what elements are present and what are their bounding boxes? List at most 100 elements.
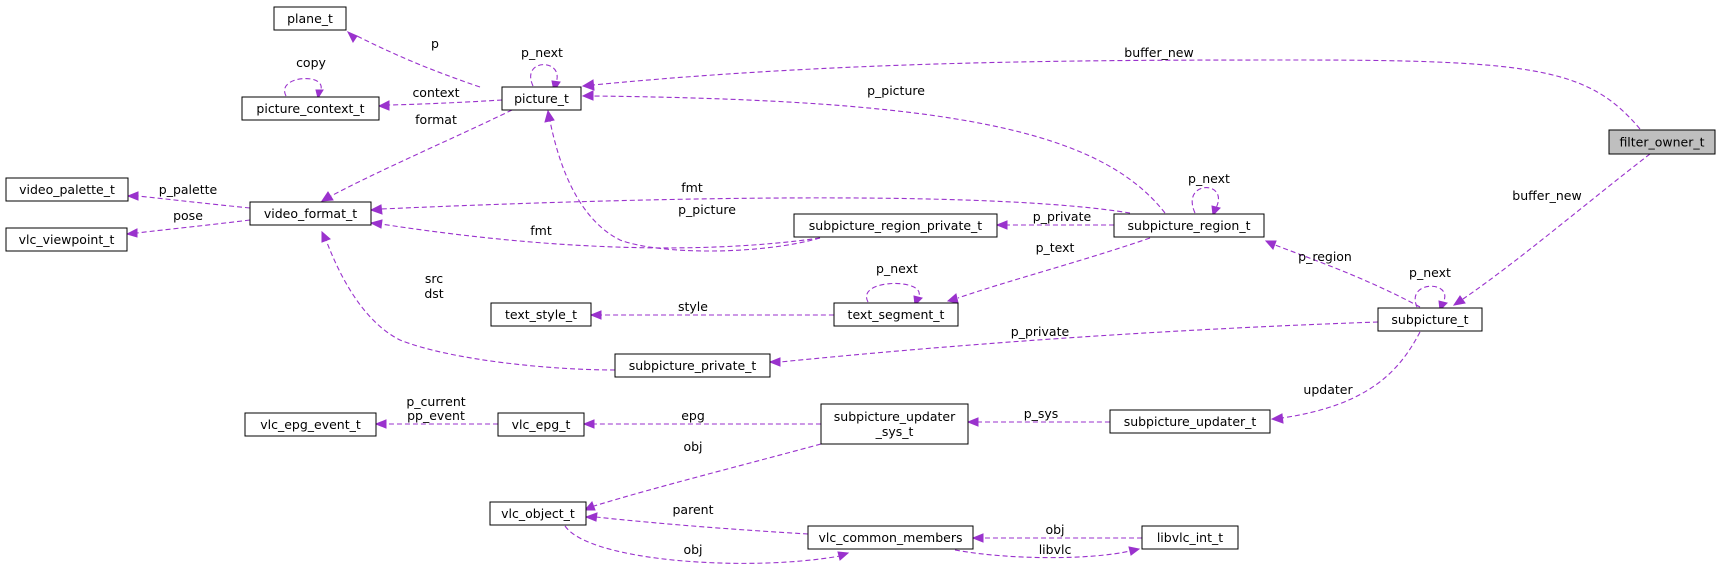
arrowhead-icon — [1128, 546, 1141, 556]
node-box — [490, 302, 592, 327]
node-box — [1113, 213, 1265, 238]
edge-label: parent — [673, 502, 714, 517]
edge-libvlc_int_t-to-vlc_common_members: obj — [971, 522, 1142, 543]
node-libvlc-int-t[interactable]: libvlc_int_t — [1141, 525, 1239, 550]
arrowhead-icon — [966, 417, 979, 427]
edge-label: updater — [1303, 382, 1353, 397]
edge-line — [136, 219, 251, 234]
edge-picture_context_t-to-picture_context_t: copy — [284, 55, 327, 100]
edge-label: p_current — [406, 394, 465, 409]
node-label: _sys_t — [875, 424, 914, 439]
node-text-segment-t[interactable]: text_segment_t — [833, 302, 959, 327]
node-video-palette-t[interactable]: video_palette_t — [5, 177, 129, 202]
edge-label: copy — [296, 55, 326, 70]
edge-line — [137, 195, 251, 209]
edge-label: buffer_new — [1124, 45, 1193, 60]
node-box — [1109, 409, 1271, 434]
edge-label: pose — [173, 208, 203, 223]
edge-label: p_text — [1036, 240, 1075, 255]
edge-line — [1281, 331, 1421, 419]
edge-vlc_common_members-to-vlc_object_t: parent — [584, 502, 809, 535]
node-vlc-common-members[interactable]: vlc_common_members — [807, 525, 974, 550]
node-label: subpicture_updater_t — [1124, 414, 1257, 429]
node-filter-owner-t[interactable]: filter_owner_t — [1608, 129, 1716, 155]
edge-line — [779, 321, 1379, 363]
edge-filter_owner_t-to-subpicture_t: buffer_new — [1452, 153, 1651, 306]
node-box — [497, 412, 585, 437]
edge-picture_t-to-plane_t: p — [346, 30, 481, 88]
node-box — [273, 6, 347, 31]
node-vlc-object-t[interactable]: vlc_object_t — [489, 501, 587, 526]
node-vlc-viewpoint-t[interactable]: vlc_viewpoint_t — [5, 227, 128, 252]
node-box — [5, 177, 129, 202]
node-subpicture-t[interactable]: subpicture_t — [1377, 307, 1483, 332]
arrowhead-icon — [369, 204, 383, 215]
edge-vlc_object_t-to-vlc_common_members: obj — [564, 525, 850, 564]
node-plane-t[interactable]: plane_t — [273, 6, 347, 31]
node-label: video_palette_t — [19, 182, 115, 197]
edge-vlc_common_members-to-libvlc_int_t: libvlc — [954, 542, 1141, 559]
edge-subpicture_t-to-subpicture_updater_t: updater — [1270, 331, 1421, 424]
node-label: vlc_epg_t — [512, 417, 571, 432]
edge-picture_t-to-video_format_t: format — [321, 109, 513, 202]
arrowhead-icon — [581, 79, 595, 91]
node-text-style-t[interactable]: text_style_t — [490, 302, 592, 327]
node-label: subpicture_t — [1391, 312, 1468, 327]
edge-line — [356, 35, 481, 88]
edge-line — [1191, 187, 1219, 214]
node-box — [614, 353, 771, 378]
arrowhead-icon — [1452, 295, 1466, 306]
arrowhead-icon — [125, 228, 138, 238]
edge-text_segment_t-to-text_style_t: style — [589, 299, 834, 320]
edge-line — [330, 109, 513, 197]
node-video-format-t[interactable]: video_format_t — [249, 201, 372, 226]
node-subpicture-region-private-t[interactable]: subpicture_region_private_t — [793, 213, 998, 238]
edge-label: obj — [683, 542, 702, 557]
node-picture-context-t[interactable]: picture_context_t — [241, 96, 380, 121]
edge-line — [1462, 153, 1651, 300]
edge-label: format — [415, 112, 457, 127]
node-box — [5, 227, 128, 252]
node-label: picture_context_t — [256, 101, 364, 116]
node-label: text_segment_t — [848, 307, 945, 322]
edge-subpicture_region_private_t-to-picture_t: p_picture — [544, 109, 821, 252]
edge-video_format_t-to-video_palette_t: p_palette — [126, 182, 251, 209]
node-vlc-epg-t[interactable]: vlc_epg_t — [497, 412, 585, 437]
node-box — [793, 213, 998, 238]
edge-line — [1414, 285, 1446, 308]
node-label: subpicture_updater — [834, 409, 956, 424]
edge-picture_t-to-picture_context_t: context — [377, 85, 503, 111]
node-subpicture-private-t[interactable]: subpicture_private_t — [614, 353, 771, 378]
node-box — [833, 302, 959, 327]
node-label: text_style_t — [505, 307, 577, 322]
edge-subpicture_region_t-to-video_format_t: fmt — [369, 180, 1131, 215]
edge-line — [595, 516, 809, 535]
node-subpicture-updater-t[interactable]: subpicture_updater_t — [1109, 409, 1271, 434]
node-subpicture-region-t[interactable]: subpicture_region_t — [1113, 213, 1265, 238]
node-picture-t[interactable]: picture_t — [501, 86, 582, 111]
node-subpicture-updater-sys-t[interactable]: subpicture_updater_sys_t — [820, 403, 969, 445]
arrowhead-icon — [768, 357, 781, 367]
edge-subpicture_updater_t-to-subpicture_updater_sys_t: p_sys — [966, 406, 1111, 427]
edge-label: p_next — [521, 45, 563, 60]
edge-picture_t-to-picture_t: p_next — [521, 45, 563, 93]
edge-label: obj — [683, 439, 702, 454]
edge-subpicture_region_t-to-picture_t: p_picture — [581, 83, 1166, 214]
arrowhead-icon — [374, 419, 387, 429]
node-vlc-epg-event-t[interactable]: vlc_epg_event_t — [244, 412, 377, 437]
arrowhead-icon — [544, 109, 555, 123]
edge-label: libvlc — [1039, 542, 1072, 557]
edge-label: p_palette — [159, 182, 218, 197]
arrowhead-icon — [321, 191, 334, 202]
edge-subpicture_updater_sys_t-to-vlc_object_t: obj — [583, 439, 822, 511]
edge-text_segment_t-to-text_segment_t: p_next — [865, 261, 923, 307]
edge-label: p — [431, 36, 439, 51]
edge-label: p_sys — [1024, 406, 1059, 421]
node-label: filter_owner_t — [1619, 135, 1704, 150]
arrowhead-icon — [584, 512, 598, 522]
edge-label: p_private — [1033, 209, 1092, 224]
node-box — [241, 96, 380, 121]
